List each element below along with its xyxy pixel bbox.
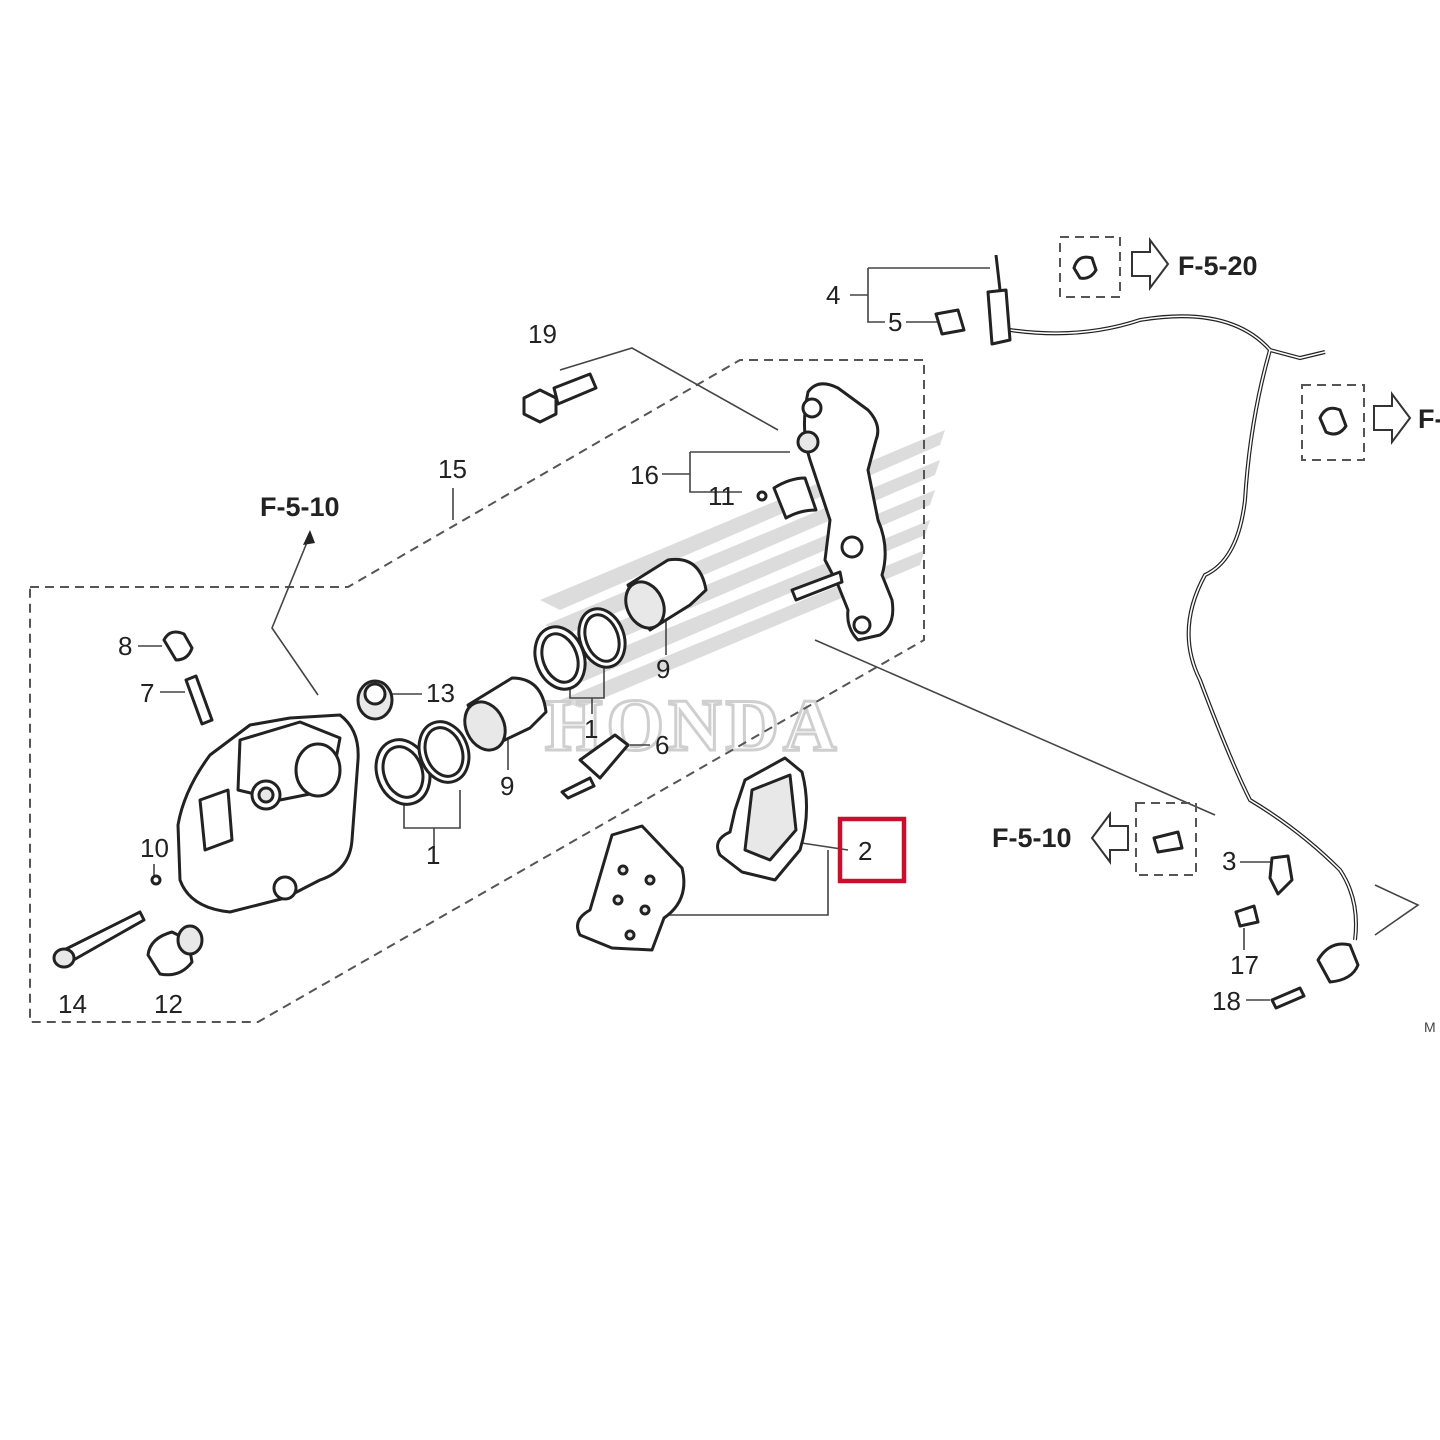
- part-4-connector: [986, 254, 1012, 346]
- leader-lines: [138, 267, 1420, 1001]
- wheel-speed-sensor-wire: [1009, 314, 1360, 984]
- part-2-highlight-box: [837, 816, 907, 884]
- callout-12: 12: [154, 989, 183, 1019]
- part-8-bleeder-cap: [162, 630, 194, 662]
- part-9-piston-upper: [624, 557, 708, 632]
- part-5-clip: [934, 308, 966, 336]
- part-18-bolt: [1270, 986, 1306, 1010]
- callout-1-lower: 1: [426, 840, 440, 870]
- part-10-oring: [150, 874, 162, 886]
- callout-6: 6: [655, 730, 669, 760]
- callout-9-lower: 9: [500, 771, 514, 801]
- callout-1-upper: 1: [584, 714, 598, 744]
- part-14-pad-pin: [52, 910, 146, 969]
- part-2-brake-pad-front: [716, 756, 809, 882]
- ref-label-f510-top[interactable]: F-5-10: [260, 492, 340, 522]
- caliper-body: [176, 713, 360, 914]
- callout-7: 7: [140, 678, 154, 708]
- callout-18: 18: [1212, 986, 1241, 1016]
- callout-8: 8: [118, 631, 132, 661]
- part-1-seals-lower: [374, 720, 471, 806]
- callout-2[interactable]: 2: [858, 836, 872, 866]
- part-3-clamp: [1268, 854, 1294, 896]
- callout-19: 19: [528, 319, 557, 349]
- part-11-pad-spring: [756, 476, 818, 520]
- part-9-piston-lower: [463, 676, 548, 752]
- ref-box-f5-right: [1301, 384, 1412, 461]
- callout-9-upper: 9: [656, 654, 670, 684]
- ref-box-f510-mid: [1090, 802, 1197, 876]
- callout-13: 13: [426, 678, 455, 708]
- callout-17: 17: [1230, 950, 1259, 980]
- part-13-cap: [356, 679, 394, 721]
- callout-3: 3: [1222, 846, 1236, 876]
- part-2-brake-pad-back: [576, 824, 686, 952]
- callout-5: 5: [888, 307, 902, 337]
- figure-code: M: [1424, 1019, 1436, 1035]
- part-1-seals-upper: [533, 607, 627, 691]
- caliper-assembly-outline: [29, 359, 925, 1023]
- part-7-bleeder-valve: [184, 674, 214, 726]
- callout-4: 4: [826, 280, 840, 310]
- ref-label-f510-mid[interactable]: F-5-10: [992, 823, 1072, 853]
- part-16-caliper-bracket: [790, 382, 895, 642]
- callout-15: 15: [438, 454, 467, 484]
- part-12-plug: [146, 924, 204, 977]
- part-19-bolt: [522, 372, 598, 424]
- ref-label-f520[interactable]: F-5-20: [1178, 251, 1258, 281]
- callout-14: 14: [58, 989, 87, 1019]
- callout-10: 10: [140, 833, 169, 863]
- part-17-bolt: [1234, 904, 1260, 928]
- callout-11: 11: [708, 481, 735, 511]
- ref-label-f5-right[interactable]: F-: [1418, 404, 1440, 434]
- ref-box-f520: [1059, 236, 1170, 298]
- part-6-retainer: [560, 733, 630, 800]
- callout-16: 16: [630, 460, 659, 490]
